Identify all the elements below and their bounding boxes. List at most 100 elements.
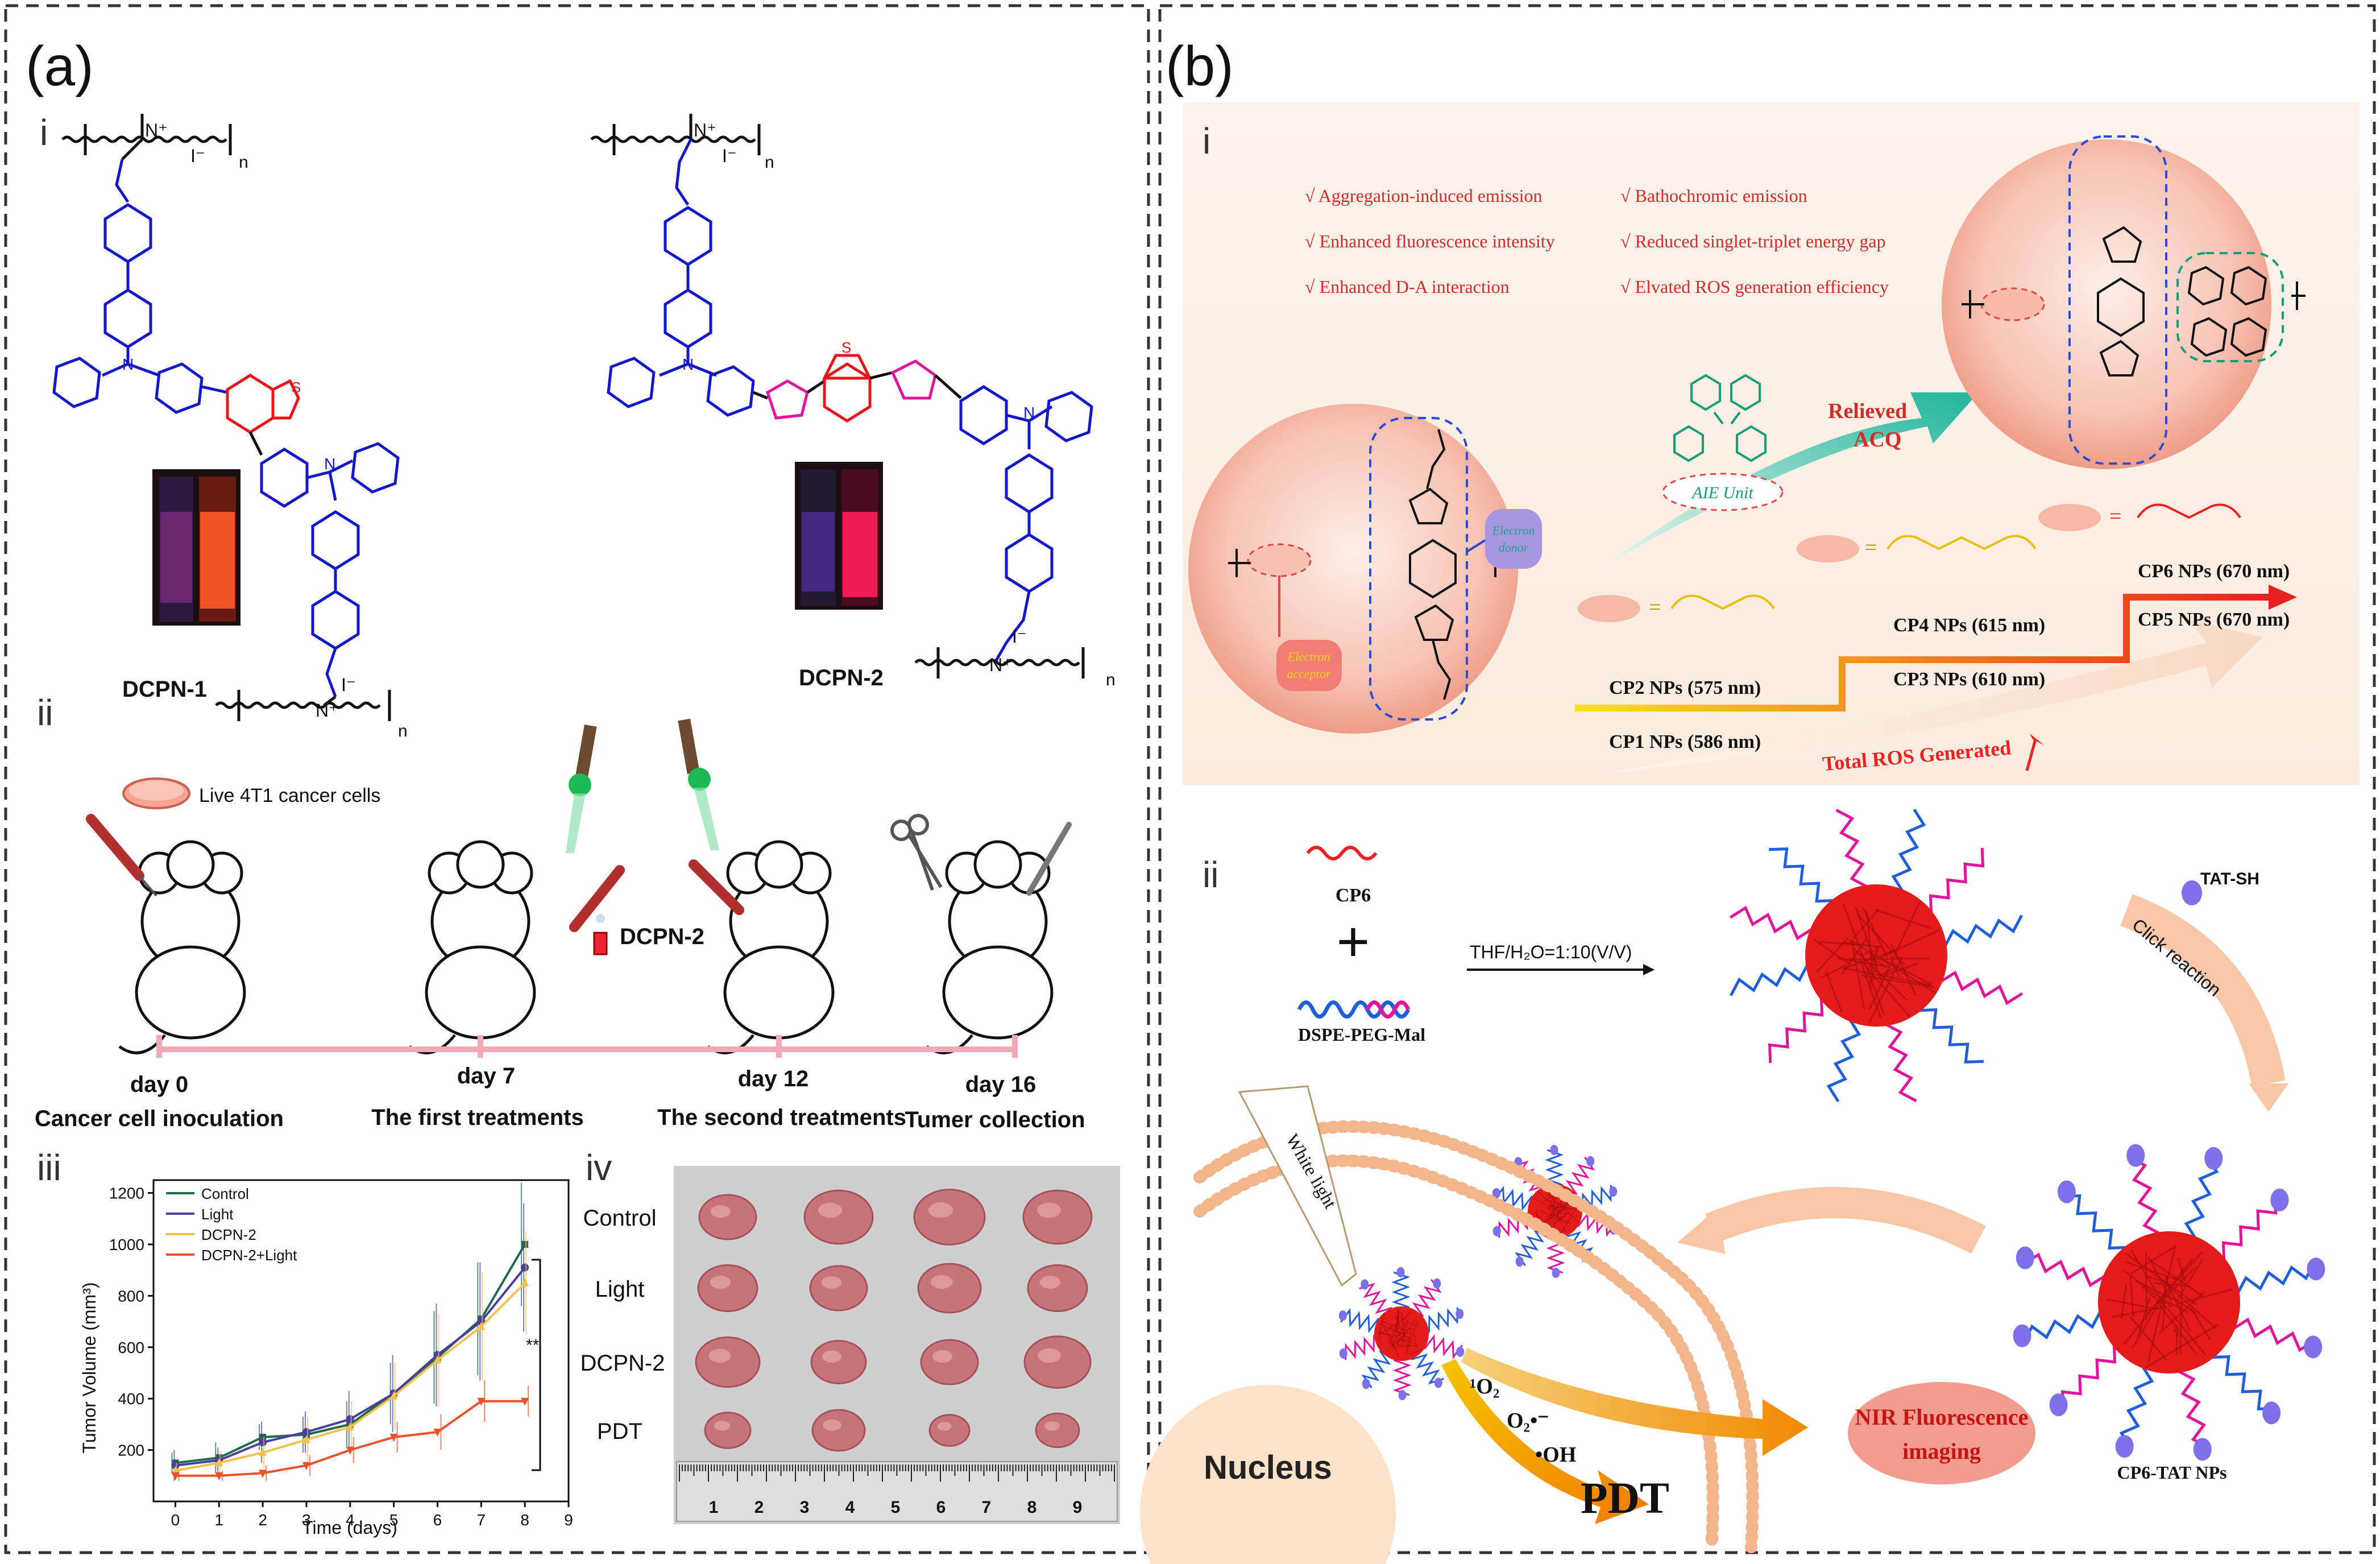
panel-b-sub-i: i <box>1203 121 1210 162</box>
aie-unit-label: AIE Unit <box>1691 483 1753 502</box>
series-line <box>175 1282 526 1472</box>
data-point <box>521 1397 529 1406</box>
tumor-sample <box>803 1189 874 1245</box>
check-fluorescence: √ Enhanced fluorescence intensity <box>1305 231 1555 251</box>
petri-dish-icon <box>122 777 190 809</box>
np-texture <box>2175 1259 2204 1303</box>
panel-a-sub-iii: iii <box>37 1147 61 1188</box>
data-point <box>346 1415 354 1424</box>
timeline-bar <box>156 1035 1018 1058</box>
data-point <box>433 1428 442 1437</box>
dcpn1-label: DCPN-1 <box>122 677 207 702</box>
data-point <box>389 1391 398 1400</box>
peg-arm <box>2022 1309 2114 1343</box>
np-texture <box>1556 1211 1561 1222</box>
np-texture <box>1377 1314 1385 1340</box>
tat-tip <box>2057 1180 2076 1203</box>
tumor-sample <box>811 1409 866 1452</box>
tumor-sample <box>698 1194 757 1240</box>
dspe-chain-tail <box>1365 1000 1411 1019</box>
dcpn2-n-bottom: n <box>1106 671 1116 689</box>
y-tick-label: 600 <box>118 1339 144 1356</box>
np-texture <box>1405 1327 1415 1331</box>
tumor-sample <box>917 1263 982 1314</box>
np-texture <box>1554 1212 1570 1224</box>
dcpn2-cuvette-photo <box>795 462 883 610</box>
x-tick-label: 8 <box>520 1511 529 1529</box>
tumor-sample <box>1027 1264 1088 1313</box>
scissors-icon <box>890 814 943 891</box>
dcpn2-n-top: n <box>765 153 774 172</box>
panel-a-label: (a) <box>26 35 94 97</box>
significance-bracket <box>532 1259 541 1471</box>
peg-arm <box>2184 1155 2219 1249</box>
np-texture <box>1557 1211 1569 1215</box>
tumor-highlight <box>1039 1276 1061 1289</box>
singlet-oxygen: ¹O₂ <box>1470 1375 1499 1399</box>
hydroxyl: •OH <box>1535 1443 1576 1467</box>
mouse-icon <box>926 840 1054 1054</box>
tat-tip <box>1586 1156 1595 1166</box>
dcpn2-s: S <box>841 339 851 356</box>
tumor-highlight <box>928 1202 953 1218</box>
x-tick-label: 2 <box>258 1511 267 1529</box>
data-point <box>302 1428 310 1436</box>
dspe-chain-icon <box>1297 1000 1411 1019</box>
np-texture <box>1821 964 1847 979</box>
legend-entry: Light <box>201 1206 234 1223</box>
dcpn1-n-left: N <box>122 355 134 373</box>
np-texture <box>1868 901 1921 1010</box>
electron-acceptor-badge <box>1276 576 1342 691</box>
series-dcpn-2-light <box>171 1380 529 1481</box>
ruler-number: 7 <box>982 1498 992 1517</box>
timeline-event-0: Cancer cell inoculation <box>35 1106 284 1131</box>
syringe-icon <box>86 814 157 897</box>
dcpn2-n-plus-top: N⁺ <box>694 120 716 140</box>
tumor-highlight <box>938 1422 952 1431</box>
np-cp4: CP4 NPs (615 nm) <box>1893 615 2045 636</box>
pdt-arrow <box>1441 1359 1649 1524</box>
np-texture <box>1875 946 1880 956</box>
peg-arm <box>1826 1008 1861 1103</box>
dcpn1-n-bottom: n <box>398 722 408 740</box>
data-point <box>302 1462 310 1470</box>
cp6-label: CP6 <box>1336 885 1371 906</box>
tumor-sample <box>1023 1335 1092 1389</box>
tat-tip <box>2013 1324 2031 1347</box>
tat-tip <box>2307 1257 2325 1281</box>
cp6-tat-label: CP6-TAT NPs <box>2117 1462 2227 1483</box>
electron-donor-badge <box>1466 509 1542 569</box>
dcpn1-s: S <box>291 379 301 396</box>
np-texture <box>2125 1252 2197 1305</box>
syringe-icon <box>569 865 625 932</box>
ruler-number: 5 <box>891 1498 901 1517</box>
tumor-sample <box>1035 1412 1080 1449</box>
x-tick-label: 5 <box>389 1511 399 1529</box>
np-texture <box>2155 1300 2197 1356</box>
small-nanoparticle <box>1338 1267 1465 1400</box>
white-light-beam <box>1238 1085 1357 1287</box>
acq-label: ACQ <box>1854 428 1901 452</box>
nir-badge <box>1848 1382 2035 1484</box>
tumor-sample <box>810 1340 867 1384</box>
tumor-highlight <box>822 1276 841 1289</box>
peg-arm <box>1515 1228 1545 1267</box>
np-texture <box>2106 1298 2159 1310</box>
mouse-icon <box>118 840 246 1054</box>
peg-arm <box>1421 1307 1458 1334</box>
ruler-number: 3 <box>800 1498 810 1517</box>
dcpn1-n-top: n <box>239 153 248 172</box>
timeline-event-2: The second treatments <box>657 1105 906 1130</box>
timeline-agent-label: DCPN-2 <box>620 924 704 949</box>
superoxide: O₂•⁻ <box>1507 1409 1549 1433</box>
dcpn2-n-right: N <box>1023 404 1035 421</box>
timeline-day-12: day 12 <box>738 1066 809 1091</box>
y-tick-label: 200 <box>118 1442 144 1459</box>
vial-icon <box>593 914 608 955</box>
peg-arm <box>1729 905 1823 941</box>
dcpn2-label: DCPN-2 <box>799 665 884 690</box>
tat-tip <box>2115 1435 2134 1458</box>
peg-arm <box>2060 1339 2128 1410</box>
tumor-highlight <box>1037 1202 1061 1218</box>
tumor-highlight <box>931 1275 953 1289</box>
